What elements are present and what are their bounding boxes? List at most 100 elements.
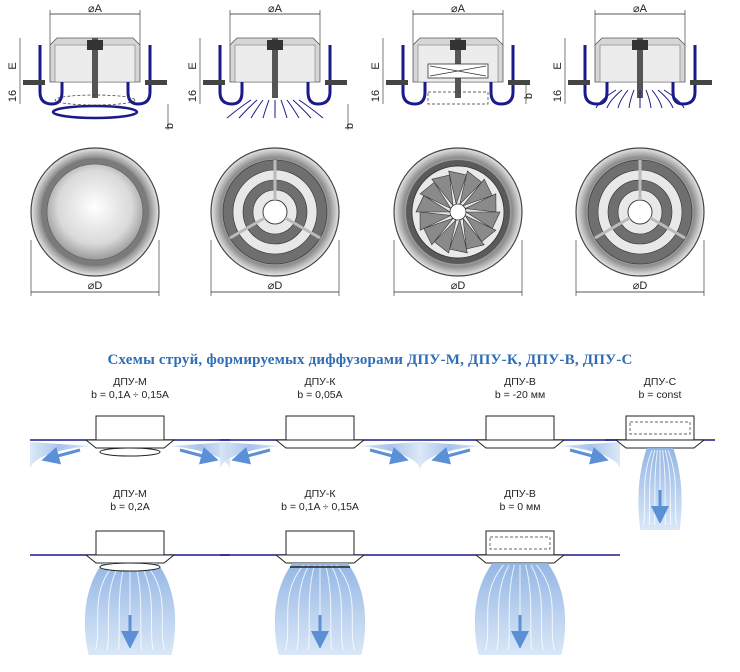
jet-model-label: ДПУ-М bbox=[113, 488, 147, 500]
dim-a-label: ⌀A bbox=[268, 3, 283, 15]
diffuser-flange bbox=[474, 554, 566, 564]
stream-line bbox=[336, 564, 355, 651]
arrow-right bbox=[569, 446, 609, 465]
blade bbox=[606, 89, 623, 109]
jet-formula-label: b = 0,1A ÷ 0,15A bbox=[91, 389, 169, 401]
jet-scheme-7: ДПУ-Вb = 0 мм bbox=[420, 488, 620, 655]
frame-right bbox=[306, 45, 332, 106]
stream-line bbox=[95, 564, 114, 651]
swirl-blade bbox=[423, 217, 454, 246]
jet-formula-label: b = const bbox=[639, 389, 682, 401]
blade bbox=[657, 89, 674, 109]
swirl-blade bbox=[415, 195, 452, 213]
blade bbox=[226, 99, 252, 119]
bolt-right bbox=[145, 80, 167, 85]
stream-line bbox=[496, 564, 510, 651]
dim-a-label: ⌀A bbox=[451, 3, 466, 15]
center-cap bbox=[449, 203, 467, 221]
dim-e-label: E bbox=[187, 62, 199, 69]
stream-line bbox=[106, 564, 120, 651]
stream-line bbox=[536, 564, 555, 651]
spoke bbox=[284, 216, 321, 240]
center-cap bbox=[627, 199, 653, 225]
jet-scheme-2: ДПУ-Кb = 0,05A bbox=[220, 376, 420, 470]
swirl-blade bbox=[464, 214, 497, 243]
jet-scheme-1: ДПУ-Мb = 0,1A ÷ 0,15A bbox=[30, 376, 230, 470]
jet-model-label: ДПУ-М bbox=[113, 376, 147, 388]
dim-d-label: ⌀D bbox=[451, 280, 466, 292]
dim-e-label: E bbox=[7, 62, 19, 69]
stream-line bbox=[667, 449, 677, 526]
jet-model-label: ДПУ-К bbox=[305, 376, 337, 388]
arrow-right bbox=[179, 446, 219, 465]
diffuser-box bbox=[95, 415, 165, 441]
dim-16-label: 16 bbox=[370, 90, 382, 102]
diffuser-box bbox=[625, 415, 695, 441]
diffuser-flange bbox=[474, 439, 566, 449]
blade bbox=[286, 99, 300, 119]
plate bbox=[51, 104, 139, 120]
swirl-blade bbox=[459, 170, 483, 206]
dim-d-label: ⌀D bbox=[88, 280, 103, 292]
front-view-3: ⌀D bbox=[393, 147, 523, 296]
jet-model-label: ДПУ-В bbox=[504, 488, 536, 500]
spoke bbox=[649, 216, 686, 240]
stem bbox=[637, 38, 643, 98]
swirl-blade bbox=[462, 217, 485, 250]
nut bbox=[87, 40, 103, 50]
bolt-right bbox=[508, 80, 530, 85]
jet-scheme-6: ДПУ-Кb = 0,1A ÷ 0,15A bbox=[220, 488, 420, 655]
dim-16-label: 16 bbox=[7, 90, 19, 102]
dim-a-label: ⌀A bbox=[88, 3, 103, 15]
swirl-blade bbox=[462, 178, 493, 207]
frame-left bbox=[38, 45, 64, 106]
dim-a-label: ⌀A bbox=[633, 3, 648, 15]
swirl-blade bbox=[464, 193, 497, 213]
swirl-blade bbox=[448, 170, 467, 206]
stream-line bbox=[296, 564, 310, 651]
stream-line bbox=[308, 564, 315, 651]
dim-b-label: b bbox=[344, 123, 356, 129]
blade bbox=[292, 99, 312, 119]
jet-model-label: ДПУ-К bbox=[305, 488, 337, 500]
frame-right bbox=[489, 45, 515, 106]
jet-scheme-3: ДПУ-Вb = -20 мм bbox=[420, 376, 620, 470]
front-view-2: ⌀D bbox=[210, 147, 340, 296]
dim-b-label: b bbox=[164, 123, 176, 129]
blade bbox=[298, 99, 324, 119]
dim-b-label: b bbox=[523, 93, 535, 99]
spoke bbox=[229, 216, 266, 240]
section-view-3: ⌀A E 16 b bbox=[370, 3, 535, 106]
diffuser-flange bbox=[84, 439, 176, 449]
nut bbox=[267, 40, 283, 50]
stream-line bbox=[330, 564, 344, 651]
swirl-blade bbox=[431, 174, 454, 207]
diffuser-box bbox=[285, 530, 355, 556]
blade bbox=[262, 99, 270, 119]
swirl-blade bbox=[433, 218, 457, 254]
front-view-1: ⌀D bbox=[30, 147, 160, 296]
jet-formula-label: b = 0,1A ÷ 0,15A bbox=[281, 501, 359, 513]
stream-line bbox=[135, 564, 142, 651]
spoke bbox=[594, 216, 631, 240]
dim-e-label: E bbox=[552, 62, 564, 69]
blade bbox=[645, 89, 652, 109]
blade bbox=[651, 89, 663, 109]
jet-formula-label: b = -20 мм bbox=[495, 389, 545, 401]
diffuser-flange bbox=[84, 554, 176, 564]
blade bbox=[663, 89, 685, 109]
diffuser-flange bbox=[274, 439, 366, 449]
swirl-blade bbox=[419, 211, 452, 231]
jet-scheme-4: ДПУ-Сb = const bbox=[605, 376, 715, 530]
jet-model-label: ДПУ-С bbox=[644, 376, 677, 388]
dim-e-label: E bbox=[370, 62, 382, 69]
stream-line bbox=[525, 564, 532, 651]
front-view-4: ⌀D bbox=[575, 147, 705, 296]
diffuser-box bbox=[485, 415, 555, 441]
stream-line bbox=[325, 564, 332, 651]
diffuser-flange bbox=[614, 439, 706, 449]
stream-line bbox=[648, 449, 656, 526]
swirl-blade bbox=[449, 218, 468, 254]
